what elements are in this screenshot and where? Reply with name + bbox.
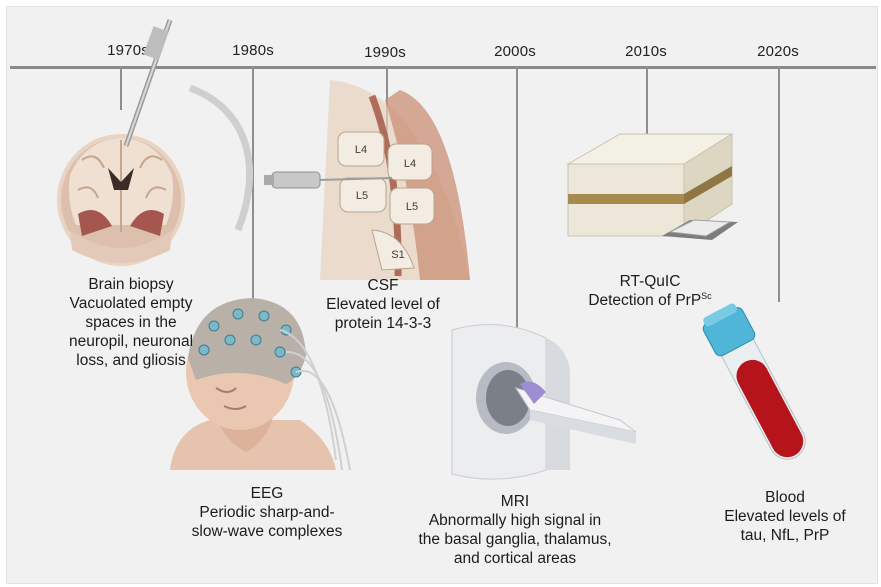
mri-text-line: and cortical areas [410, 549, 620, 568]
mri-text-line: the basal ganglia, thalamus, [410, 530, 620, 549]
rtquic-detection-superscript: Sc [701, 291, 712, 301]
biopsy-title: Brain biopsy [56, 275, 206, 294]
rtquic-caption: RT-QuIC Detection of PrPSc [575, 272, 725, 310]
blood-caption: Blood Elevated levels of tau, NfL, PrP [720, 488, 850, 545]
eeg-title: EEG [182, 484, 352, 503]
mri-caption: MRI Abnormally high signal in the basal … [410, 492, 620, 568]
mri-title: MRI [410, 492, 620, 511]
rtquic-title: RT-QuIC [575, 272, 725, 291]
rtquic-detection-line: Detection of PrPSc [575, 291, 725, 310]
biopsy-text-line: loss, and gliosis [56, 351, 206, 370]
biopsy-caption: Brain biopsy Vacuolated empty spaces in … [56, 275, 206, 370]
biopsy-text-line: neuropil, neuronal [56, 332, 206, 351]
csf-title: CSF [308, 276, 458, 295]
eeg-text-line: slow-wave complexes [182, 522, 352, 541]
blood-text-line: tau, NfL, PrP [720, 526, 850, 545]
csf-text-line: Elevated level of [308, 295, 458, 314]
csf-text-line: protein 14-3-3 [308, 314, 458, 333]
csf-caption: CSF Elevated level of protein 14-3-3 [308, 276, 458, 333]
biopsy-text-line: spaces in the [56, 313, 206, 332]
blood-text-line: Elevated levels of [720, 507, 850, 526]
eeg-caption: EEG Periodic sharp-and- slow-wave comple… [182, 484, 352, 541]
rtquic-detection-text: Detection of PrP [588, 292, 701, 309]
blood-title: Blood [720, 488, 850, 507]
mri-text-line: Abnormally high signal in [410, 511, 620, 530]
eeg-text-line: Periodic sharp-and- [182, 503, 352, 522]
biopsy-text-line: Vacuolated empty [56, 294, 206, 313]
